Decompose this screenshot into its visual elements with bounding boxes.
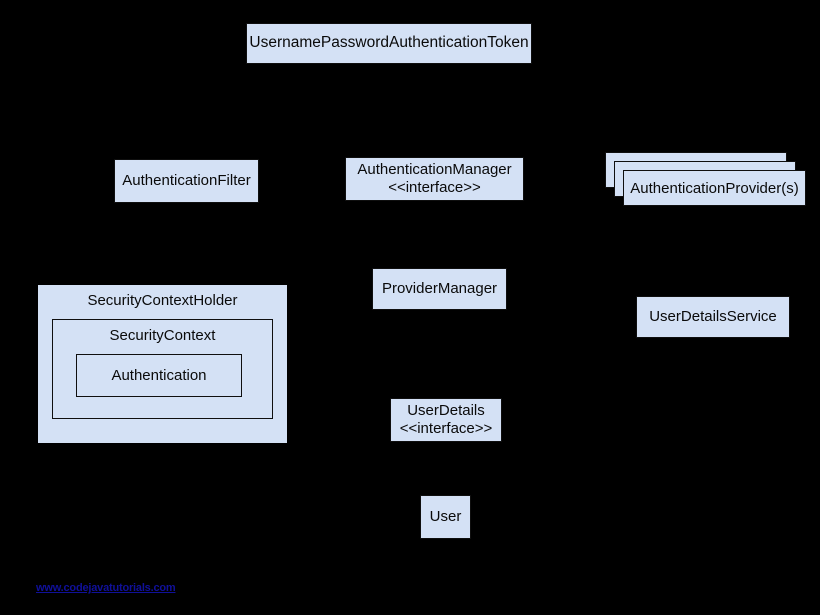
node-user[interactable]: User	[420, 495, 471, 539]
label-security-context-holder: SecurityContextHolder	[87, 292, 238, 309]
node-authentication-filter[interactable]: AuthenticationFilter	[114, 159, 259, 203]
connector-filter-to-manager	[259, 179, 345, 180]
node-username-password-authentication-token[interactable]: UsernamePasswordAuthenticationToken	[246, 23, 532, 64]
node-authentication-provider[interactable]: AuthenticationProvider(s)	[623, 170, 806, 206]
node-authentication[interactable]: Authentication	[76, 354, 242, 397]
group-security-context-holder[interactable]: SecurityContextHolder SecurityContext Au…	[38, 285, 287, 443]
node-authentication-manager[interactable]: AuthenticationManager <<interface>>	[345, 157, 524, 201]
connector-userdetails-to-user	[445, 442, 446, 495]
footer-site-link[interactable]: www.codejavatutorials.com	[36, 582, 176, 594]
node-authentication-provider-stack[interactable]: AuthenticationProvider(s)	[605, 152, 806, 224]
label-security-context: SecurityContext	[109, 327, 216, 344]
group-security-context[interactable]: SecurityContext Authentication	[52, 319, 273, 419]
connector-userdetailsservice-to-userdetails	[502, 317, 636, 318]
connector-provider-to-userdetailsservice	[712, 206, 713, 296]
connector-filter-to-contextholder	[186, 203, 187, 285]
connector-manager-to-providermanager	[434, 201, 435, 268]
connector-token-to-filter	[388, 64, 389, 159]
node-user-details[interactable]: UserDetails <<interface>>	[390, 398, 502, 442]
node-user-details-service[interactable]: UserDetailsService	[636, 296, 790, 338]
connector-providermanager-to-provider	[507, 289, 617, 290]
node-provider-manager[interactable]: ProviderManager	[372, 268, 507, 310]
